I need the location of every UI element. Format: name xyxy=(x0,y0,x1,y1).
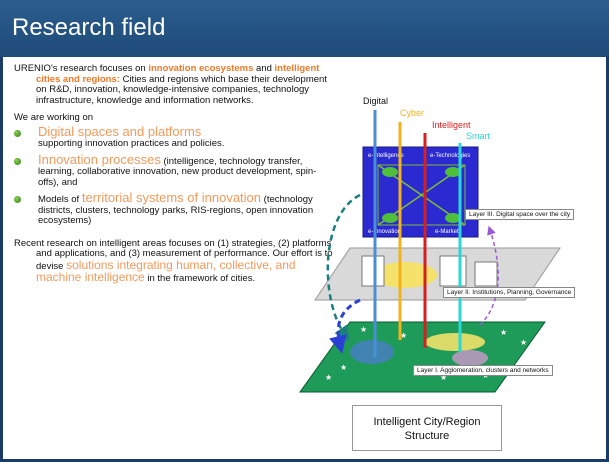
label-e-innovation: e-Innovation xyxy=(368,229,401,235)
label-e-markets: e-Markets xyxy=(435,229,462,235)
bullet-highlight: territorial systems of innovation xyxy=(81,190,262,205)
recent-tail: in the framework of cities. xyxy=(144,273,256,284)
recent-text: Recent research on intelligent areas foc… xyxy=(14,237,333,272)
bullet-icon xyxy=(14,129,21,137)
label-e-intelligence: e-Intelligence xyxy=(368,153,404,159)
caption-line-2: Structure xyxy=(404,430,450,442)
list-item: Digital spaces and platforms supporting … xyxy=(14,123,334,150)
svg-text:★: ★ xyxy=(440,373,447,382)
label-cyber: Cyber xyxy=(400,108,425,118)
label-intelligent: Intelligent xyxy=(432,120,471,130)
left-text-column: URENIO's research focuses on innovation … xyxy=(14,63,334,285)
working-on-heading: We are working on xyxy=(14,112,94,123)
diagram-caption: Intelligent City/Region Structure xyxy=(352,405,502,451)
recent-paragraph: Recent research on intelligent areas foc… xyxy=(14,237,334,285)
intro-rest: Cities and regions which base their deve… xyxy=(36,73,327,106)
bullet-highlight: Digital spaces and platforms xyxy=(38,123,202,139)
label-digital: Digital xyxy=(363,96,389,106)
label-e-technologies: e-Technologies xyxy=(430,153,470,159)
list-item: Innovation processes (intelligence, tech… xyxy=(14,151,334,189)
label-smart: Smart xyxy=(466,131,491,141)
bullet-text: supporting innovation practices and poli… xyxy=(38,138,225,149)
slide-title: Research field xyxy=(12,14,166,41)
svg-text:★: ★ xyxy=(340,363,347,372)
caption-line-1: Intelligent City/Region xyxy=(373,416,481,428)
svg-text:★: ★ xyxy=(400,331,407,340)
svg-text:★: ★ xyxy=(360,325,367,334)
bullet-text: (technology districts, clusters, technol… xyxy=(38,194,314,226)
layer-1-label: Layer I. Agglomeration, clusters and net… xyxy=(413,365,553,376)
bullet-text: (intelligence, technology transfer, lear… xyxy=(38,155,317,188)
svg-text:★: ★ xyxy=(520,338,527,347)
svg-text:★: ★ xyxy=(330,338,337,347)
list-item: Models of territorial systems of innovat… xyxy=(14,190,334,227)
bullet-highlight: Innovation processes xyxy=(38,151,161,167)
bullet-icon xyxy=(14,157,21,165)
svg-text:★: ★ xyxy=(325,373,332,382)
bullet-prefix: Models of xyxy=(38,194,82,205)
intro-intelligent: intelligent cities and regions: xyxy=(36,63,320,85)
recent-highlight: solutions integrating human, collective,… xyxy=(36,257,296,284)
layer-2-label: Layer II. Institutions, Planning, Govern… xyxy=(443,287,576,298)
intro-innovation: innovation ecosystems xyxy=(148,63,254,74)
intro-paragraph: URENIO's research focuses on innovation … xyxy=(14,63,334,106)
intro-and: and xyxy=(253,63,275,74)
intro-prefix: URENIO's research focuses on xyxy=(14,63,149,74)
svg-text:★: ★ xyxy=(500,328,507,337)
title-bar: Research field xyxy=(0,0,609,57)
bullet-list: Digital spaces and platforms supporting … xyxy=(14,123,334,227)
bullet-icon xyxy=(14,196,21,203)
layer-3-label: Layer III. Digital space over the city xyxy=(465,209,575,220)
